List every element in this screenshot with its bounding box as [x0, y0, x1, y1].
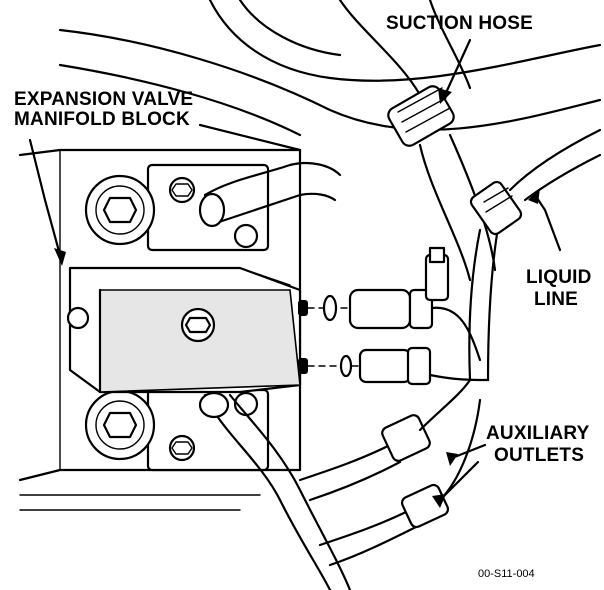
background-hose-top — [208, 0, 602, 82]
auxiliary-fitting-upper — [381, 414, 431, 462]
leader-auxiliary-1 — [450, 443, 487, 460]
label-auxiliary-1: AUXILIARY — [486, 423, 590, 444]
suction-hose — [338, 0, 422, 97]
label-auxiliary-2: OUTLETS — [494, 445, 585, 466]
auxiliary-outlet-lower — [318, 508, 412, 547]
lower-fitting — [358, 346, 432, 386]
lower-hose — [203, 393, 332, 590]
label-liquid-line-1: LIQUID — [526, 267, 592, 288]
lower-left-bolt — [84, 389, 156, 461]
label-suction-hose: SUCTION HOSE — [386, 13, 534, 34]
background-hose-upper — [58, 28, 602, 131]
lower-bracket — [146, 388, 270, 472]
figure-id: 00-S11-004 — [478, 568, 535, 580]
leader-suction-hose — [443, 38, 472, 97]
label-liquid-line-2: LINE — [533, 289, 579, 310]
liquid-line-fitting — [469, 180, 523, 236]
leader-expansion-valve — [28, 138, 62, 257]
suction-hose-fitting — [387, 85, 455, 147]
upper-left-bolt — [84, 174, 156, 246]
manifold-block — [66, 266, 308, 394]
leader-auxiliary-2 — [438, 460, 480, 502]
background-hose-upper-2 — [58, 63, 302, 137]
lower-washer — [339, 354, 353, 378]
auxiliary-outlet-upper — [298, 443, 392, 482]
liquid-line — [508, 128, 602, 192]
label-expansion-valve-line2: MANIFOLD BLOCK — [14, 109, 190, 130]
upper-hose — [203, 161, 342, 197]
label-expansion-valve-line1: EXPANSION VALVE — [14, 89, 194, 110]
upper-washer — [322, 294, 338, 322]
auxiliary-fitting-lower — [400, 483, 450, 529]
upper-fitting — [348, 246, 450, 330]
leader-liquid-line — [533, 193, 562, 252]
